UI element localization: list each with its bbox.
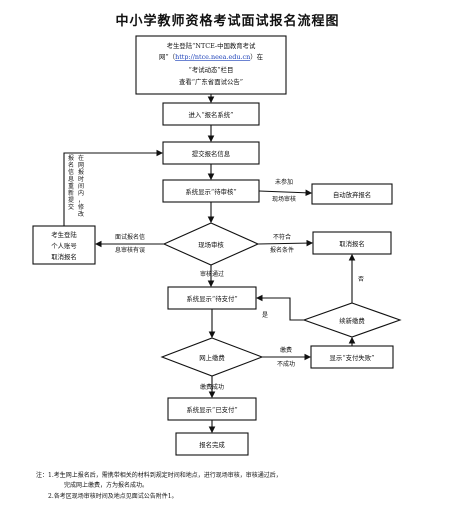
svg-text:息: 息 [68,175,74,183]
svg-text:时: 时 [78,175,84,183]
edge-repay-pendingpay [255,294,304,321]
node-submit-info: 提交报名信息 [162,141,260,165]
label-review-pass: 审核通过 [200,270,224,278]
svg-text:信: 信 [68,168,74,176]
edge-candidate-submit [63,149,164,226]
label-yes: 是 [262,312,268,319]
svg-text:提交报名信息: 提交报名信息 [192,149,231,158]
svg-text:续新缴费: 续新缴费 [339,316,365,325]
label-not-qualified-2: 报名条件 [270,246,294,254]
node-complete: 报名完成 [175,432,249,456]
label-pay-fail-1: 缴费 [280,346,292,354]
svg-text:取消报名: 取消报名 [51,252,77,261]
node-show-paid: 系统显示“已支付” [167,397,257,421]
svg-text:系统显示“待支付”: 系统显示“待支付” [186,294,237,303]
login-line1: 考生登陆“NTCE-中国教育考试 [167,41,256,50]
edge-labels: 在 网 报 时 间 内 ， 修 改 报 名 信 息 重 新 提 交 未参加 现场… [68,154,364,391]
label-not-onsite-2: 现场审核 [272,195,296,203]
edge-review-cancel [257,239,314,247]
login-line3: “考试动态”栏目 [189,65,234,74]
svg-text:在: 在 [78,154,84,162]
login-line4: 查看“广东省面试公告” [179,77,243,86]
svg-text:报名完成: 报名完成 [199,440,225,449]
label-no: 否 [358,276,364,283]
node-cancel-registration: 取消报名 [312,231,392,255]
edge-pending-abandon [258,189,313,197]
svg-text:报: 报 [78,168,84,176]
label-pay-success: 缴费成功 [200,383,224,391]
svg-text:修: 修 [78,203,84,211]
svg-text:取消报名: 取消报名 [339,239,365,248]
note-line-3: 2.各考区现场审核时间及地点见面试公告附件1。 [48,493,178,500]
svg-text:交: 交 [68,203,74,211]
svg-text:，: ， [78,197,84,204]
svg-text:名: 名 [68,161,74,169]
page-title: 中小学教师资格考试面试报名流程图 [115,14,340,29]
svg-text:重: 重 [68,182,74,190]
svg-text:个人账号: 个人账号 [51,241,77,250]
node-enter-system: 进入“报名系统” [162,102,260,126]
svg-text:自动放弃报名: 自动放弃报名 [333,190,371,199]
node-pay-failed: 显示“支付失败” [310,345,394,369]
node-candidate-cancel: 考生登陆 个人账号 取消报名 [32,225,96,265]
node-login: 考生登陆“NTCE-中国教育考试 网”（http://ntce.neea.edu… [135,35,287,95]
login-line2: 网”（http://ntce.neea.edu.cn）在 [159,52,263,61]
note-line-2: 完成网上缴费，方为报名成功。 [64,482,149,489]
svg-text:间: 间 [78,182,84,190]
svg-text:进入“报名系统”: 进入“报名系统” [189,110,234,119]
svg-text:网: 网 [78,162,84,169]
svg-text:提: 提 [68,196,74,204]
label-error-1: 面试报名信 [115,233,145,241]
svg-text:显示“支付失败”: 显示“支付失败” [330,353,375,362]
node-onsite-review: 现场审核 [162,222,260,266]
svg-text:新: 新 [68,189,74,197]
svg-text:内: 内 [78,189,84,197]
label-not-onsite-1: 未参加 [275,178,293,186]
svg-text:系统显示“待审核”: 系统显示“待审核” [185,187,236,196]
connectors [63,94,356,434]
node-auto-abandon: 自动放弃报名 [311,183,393,205]
node-show-pending: 系统显示“待审核” [162,179,260,203]
svg-text:现场审核: 现场审核 [198,240,224,249]
node-online-pay: 网上缴费 [160,337,264,377]
node-repay: 续新缴费 [302,302,402,338]
label-not-qualified-1: 不符合 [273,233,291,241]
label-modify-vertical: 在 网 报 时 间 内 ， 修 改 报 名 信 息 重 新 提 交 [68,154,84,218]
node-show-pending-pay: 系统显示“待支付” [167,286,257,310]
ntce-link[interactable]: http://ntce.neea.edu.cn [175,53,250,61]
svg-text:网上缴费: 网上缴费 [199,353,225,362]
svg-text:考生登陆: 考生登陆 [51,230,77,239]
note-line-1: 注：1.考生网上报名后，需携带相关的材料到规定时间和地点，进行现场审核，审核通过… [36,472,282,479]
label-pay-fail-2: 不成功 [277,360,295,368]
svg-text:改: 改 [78,210,84,218]
label-error-2: 息审核有误 [115,246,145,254]
svg-text:报: 报 [68,154,74,162]
svg-text:系统显示“已支付”: 系统显示“已支付” [186,405,237,414]
